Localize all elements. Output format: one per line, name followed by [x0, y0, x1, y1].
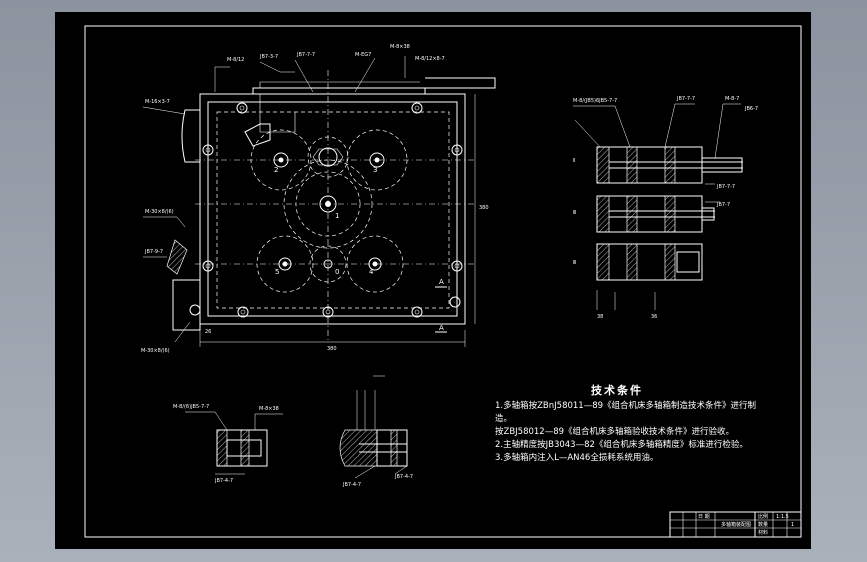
tech-note-line-2: 造。: [495, 413, 512, 424]
dim-small: 26: [205, 329, 211, 335]
tech-notes: 技术条件 1.多轴箱按ZBnJ58011—89《组合机床多轴箱制造技术条件》进行…: [495, 383, 756, 463]
shaft-label-3: 3: [373, 166, 377, 174]
drawing-canvas: A A 2 3 1 5 0 4: [84, 25, 802, 538]
svg-text:M-EG7: M-EG7: [355, 52, 371, 58]
side-view: M-8/(JB5)6JB5-7-7 JB7-7-7 M-8-7 JB6-7 JB…: [573, 96, 758, 320]
shaft-label-4: 4: [369, 268, 374, 276]
main-view: A A 2 3 1 5 0 4: [141, 44, 496, 354]
svg-text:M-8-7: M-8-7: [725, 96, 739, 102]
svg-text:JB6-7: JB6-7: [744, 106, 758, 112]
side-label-a: Ⅱ: [573, 158, 575, 164]
svg-text:M-30×8/(6): M-30×8/(6): [141, 348, 170, 354]
detail-view-right: JB7-4-7 JB7-4-7: [339, 375, 413, 488]
shaft-label-2: 2: [274, 166, 278, 174]
shaft-label-1: 1: [335, 212, 339, 220]
svg-text:JB7-4-7: JB7-4-7: [394, 474, 413, 480]
shaft-label-0: 0: [335, 268, 339, 276]
svg-text:JB7-7-7: JB7-7-7: [296, 52, 315, 58]
side-label-c: Ⅲ: [573, 260, 576, 266]
svg-text:M-8/12: M-8/12: [227, 57, 244, 63]
title-block-qty-label: 数量: [758, 521, 768, 528]
dim-right: 380: [479, 205, 489, 211]
side-dim-1: 38: [597, 314, 603, 320]
tech-note-line-3: 按ZBJ58012—89《组合机床多轴箱验收技术条件》进行验收。: [495, 426, 734, 437]
title-block-qty-value: 1: [791, 522, 794, 528]
svg-text:M-8/(JB5)6JB5-7-7: M-8/(JB5)6JB5-7-7: [573, 98, 617, 104]
callout-top-right: M-8/12×8-7: [415, 56, 445, 62]
detail-view-left: M-8/(6)JB5-7-7 M-8×38 JB7-4-7: [173, 404, 283, 484]
dim-bottom: 380: [327, 346, 337, 352]
svg-text:JB7-7-7: JB7-7-7: [716, 184, 735, 190]
tech-notes-heading: 技术条件: [591, 383, 643, 397]
svg-text:M-30×8/(6): M-30×8/(6): [145, 209, 174, 215]
section-mark-top: A: [439, 278, 444, 286]
title-block-scale-label: 比例: [758, 513, 768, 520]
svg-text:M-8×38: M-8×38: [259, 406, 279, 412]
title-block-title: 多轴箱装配图: [721, 521, 751, 528]
tech-note-line-5: 3.多轴箱内注入L—AN46全损耗系统用油。: [495, 452, 658, 463]
drawing-border: [84, 25, 802, 538]
title-block[interactable]: 日 期 多轴箱装配图 比例 数量 材料 1:1.5 1: [669, 511, 802, 538]
title-block-date: 日 期: [698, 514, 710, 520]
svg-text:JB7-4-7: JB7-4-7: [214, 478, 233, 484]
svg-text:JB7-4-7: JB7-4-7: [342, 482, 361, 488]
svg-text:M-8/(6)JB5-7-7: M-8/(6)JB5-7-7: [173, 404, 209, 410]
callout-left: M-16×3-7: [145, 99, 170, 105]
svg-text:JB7-7-7: JB7-7-7: [676, 96, 695, 102]
title-block-scale-value: 1:1.5: [776, 514, 789, 520]
section-mark-bottom: A: [439, 324, 444, 332]
side-dim-2: 36: [651, 314, 657, 320]
tech-note-line-4: 2.主轴精度按JB3043—82《组合机床多轴箱精度》标准进行检验。: [495, 439, 748, 450]
svg-text:JB7-3-7: JB7-3-7: [259, 54, 278, 60]
side-label-b: Ⅲ: [573, 210, 576, 216]
drawing-sheet: A A 2 3 1 5 0 4: [55, 12, 811, 549]
svg-text:M-8×38: M-8×38: [390, 44, 410, 50]
title-block-material-label: 材料: [758, 529, 768, 536]
shaft-label-5: 5: [275, 268, 279, 276]
tech-note-line-1: 1.多轴箱按ZBnJ58011—89《组合机床多轴箱制造技术条件》进行制: [495, 400, 756, 411]
svg-text:JB7-7: JB7-7: [716, 202, 730, 208]
svg-text:JB7-9-7: JB7-9-7: [144, 249, 163, 255]
